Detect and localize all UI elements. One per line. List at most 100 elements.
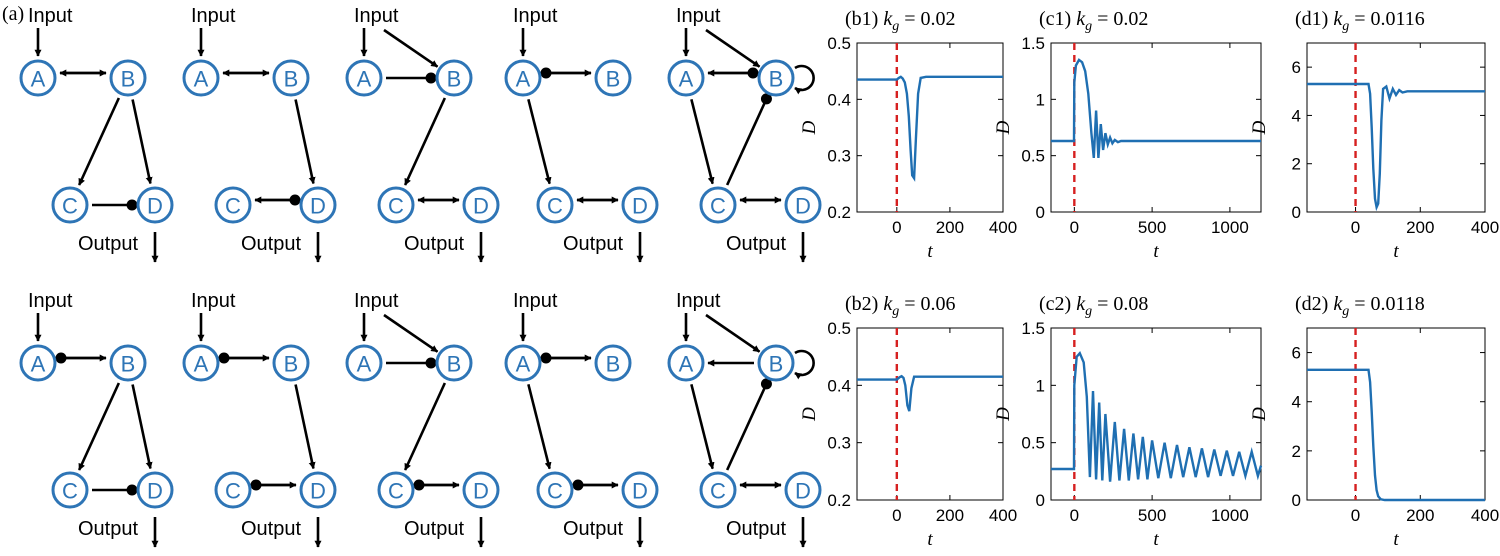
x-axis-label: t xyxy=(1393,241,1399,262)
node-b xyxy=(109,344,147,382)
series-line xyxy=(1051,58,1261,159)
edge-input-b xyxy=(383,28,439,68)
series-line xyxy=(857,374,1003,412)
x-tick-label: 0 xyxy=(892,506,901,525)
node-b xyxy=(757,59,795,97)
x-axis-label: t xyxy=(1153,529,1159,550)
y-tick-label: 6 xyxy=(1292,344,1301,363)
edge-a-c xyxy=(690,384,715,470)
x-axis-label: t xyxy=(927,529,933,550)
y-axis-label: D xyxy=(799,120,820,135)
series-line xyxy=(1307,82,1485,212)
output-label: Output xyxy=(78,518,138,540)
x-tick-label: 400 xyxy=(1471,218,1499,237)
edge-b-d xyxy=(294,99,316,185)
y-tick-label: 0.4 xyxy=(827,90,851,109)
node-b xyxy=(594,344,632,382)
node-c xyxy=(699,186,737,224)
node-d xyxy=(299,186,337,224)
x-tick-label: 500 xyxy=(1138,218,1166,237)
x-tick-label: 1000 xyxy=(1211,218,1249,237)
node-a xyxy=(182,59,220,97)
edge-c-b xyxy=(725,93,772,186)
x-tick-label: 400 xyxy=(989,506,1017,525)
node-a xyxy=(667,344,705,382)
node-label: C xyxy=(388,194,404,219)
plot-frame xyxy=(1306,327,1486,501)
output-label: Output xyxy=(241,233,301,255)
node-a xyxy=(19,344,57,382)
node-label: B xyxy=(284,67,299,92)
node-label: C xyxy=(62,479,78,504)
node-label: C xyxy=(547,479,563,504)
node-label: B xyxy=(284,352,299,377)
y-axis-label: D xyxy=(1249,120,1270,135)
node-label: D xyxy=(310,194,326,219)
x-tick-label: 0 xyxy=(1351,218,1360,237)
node-label: D xyxy=(473,479,489,504)
plot-frame xyxy=(1306,42,1486,213)
figure-label: (a) xyxy=(2,3,24,25)
node-d xyxy=(621,471,659,509)
input-label: Input xyxy=(513,5,558,27)
y-tick-label: 6 xyxy=(1292,58,1301,77)
chart-title: (c1) kg = 0.02 xyxy=(1039,8,1148,34)
node-label: B xyxy=(447,352,462,377)
node-a xyxy=(345,344,383,382)
y-tick-label: 1 xyxy=(1036,376,1045,395)
node-a xyxy=(667,59,705,97)
output-label: Output xyxy=(726,518,786,540)
chart-title: (d1) kg = 0.0116 xyxy=(1295,8,1425,34)
node-label: C xyxy=(710,194,726,219)
node-c xyxy=(377,186,415,224)
input-label: Input xyxy=(28,5,73,27)
node-b xyxy=(435,59,473,97)
series-line xyxy=(1307,368,1485,502)
x-axis-label: t xyxy=(927,241,933,262)
plot-frame xyxy=(856,327,1004,501)
input-label: Input xyxy=(191,290,236,312)
node-a xyxy=(19,59,57,97)
y-tick-label: 0.5 xyxy=(827,34,851,53)
output-label: Output xyxy=(563,518,623,540)
y-axis-label: D xyxy=(1249,407,1270,422)
node-label: D xyxy=(795,479,811,504)
input-label: Input xyxy=(28,290,73,312)
input-label: Input xyxy=(191,5,236,27)
y-tick-label: 0.5 xyxy=(827,319,851,338)
x-tick-label: 400 xyxy=(989,218,1017,237)
y-axis-label: D xyxy=(799,407,820,422)
node-label: B xyxy=(769,352,784,377)
node-label: C xyxy=(225,479,241,504)
y-tick-label: 0.3 xyxy=(827,147,851,166)
edge-b-c xyxy=(77,382,121,471)
node-label: A xyxy=(516,352,531,377)
input-label: Input xyxy=(354,290,399,312)
node-d xyxy=(299,471,337,509)
node-label: D xyxy=(147,194,163,219)
node-a xyxy=(504,344,542,382)
node-label: D xyxy=(632,479,648,504)
x-tick-label: 0 xyxy=(1070,218,1079,237)
edge-b-d xyxy=(294,384,316,470)
edge-input-b xyxy=(383,313,439,353)
edge-d-c xyxy=(413,479,459,491)
x-tick-label: 0 xyxy=(1070,506,1079,525)
node-c xyxy=(699,471,737,509)
edge-a-c xyxy=(527,384,552,470)
node-b xyxy=(435,344,473,382)
node-d xyxy=(784,471,822,509)
edge-b-c xyxy=(403,382,447,471)
y-tick-label: 1.5 xyxy=(1021,34,1045,53)
node-label: B xyxy=(769,67,784,92)
input-label: Input xyxy=(354,5,399,27)
node-b xyxy=(757,344,795,382)
node-label: A xyxy=(357,67,372,92)
